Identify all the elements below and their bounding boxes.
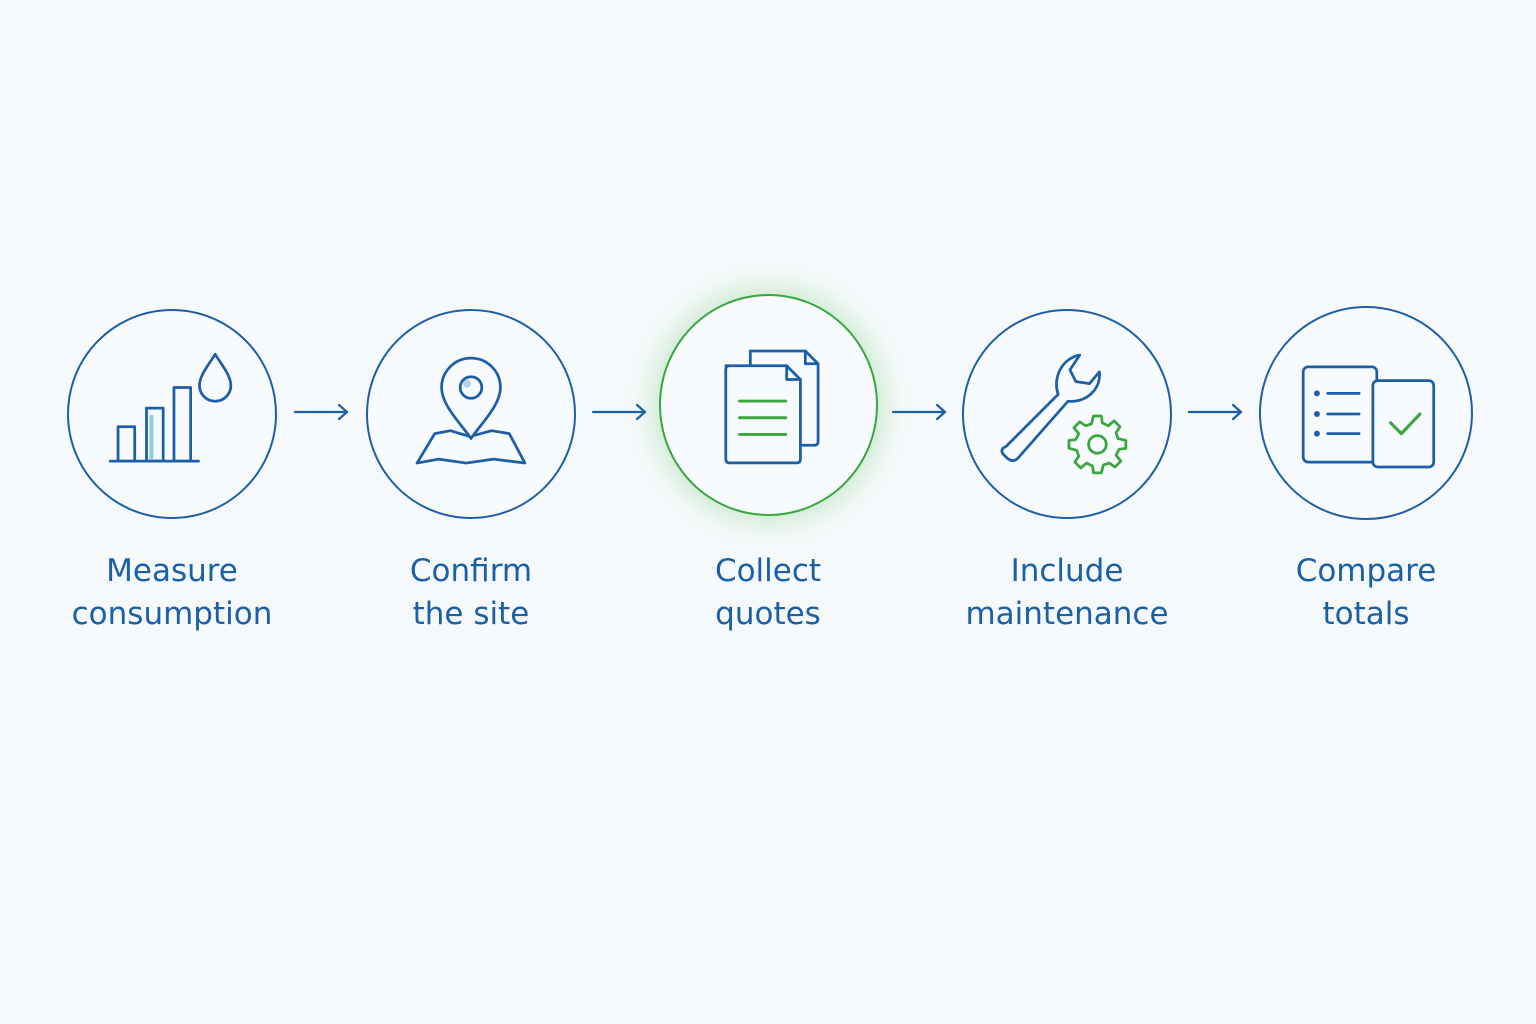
step-label: Include maintenance [965, 553, 1169, 632]
documents-icon [724, 349, 820, 465]
gear-icon [1067, 414, 1128, 475]
arrow-right-icon [1187, 403, 1243, 421]
step-label: Confirm the site [409, 553, 533, 632]
step-circle [366, 309, 576, 519]
step-circle [962, 309, 1172, 519]
step-circle-active [659, 294, 878, 516]
step-label: Measure consumption [71, 553, 273, 632]
bar-chart-water-drop-icon [108, 352, 233, 463]
checkmark-icon [1388, 412, 1422, 436]
checklist-icon [1301, 365, 1436, 469]
arrow-right-icon [591, 403, 647, 421]
step-label: Collect quotes [714, 553, 822, 632]
step-circle [1259, 306, 1473, 520]
wrench-gear-icon [1000, 353, 1128, 475]
map-pin-icon [415, 356, 527, 465]
arrow-right-icon [891, 403, 947, 421]
arrow-right-icon [293, 403, 349, 421]
step-label: Compare totals [1295, 553, 1437, 632]
step-circle [67, 309, 277, 519]
